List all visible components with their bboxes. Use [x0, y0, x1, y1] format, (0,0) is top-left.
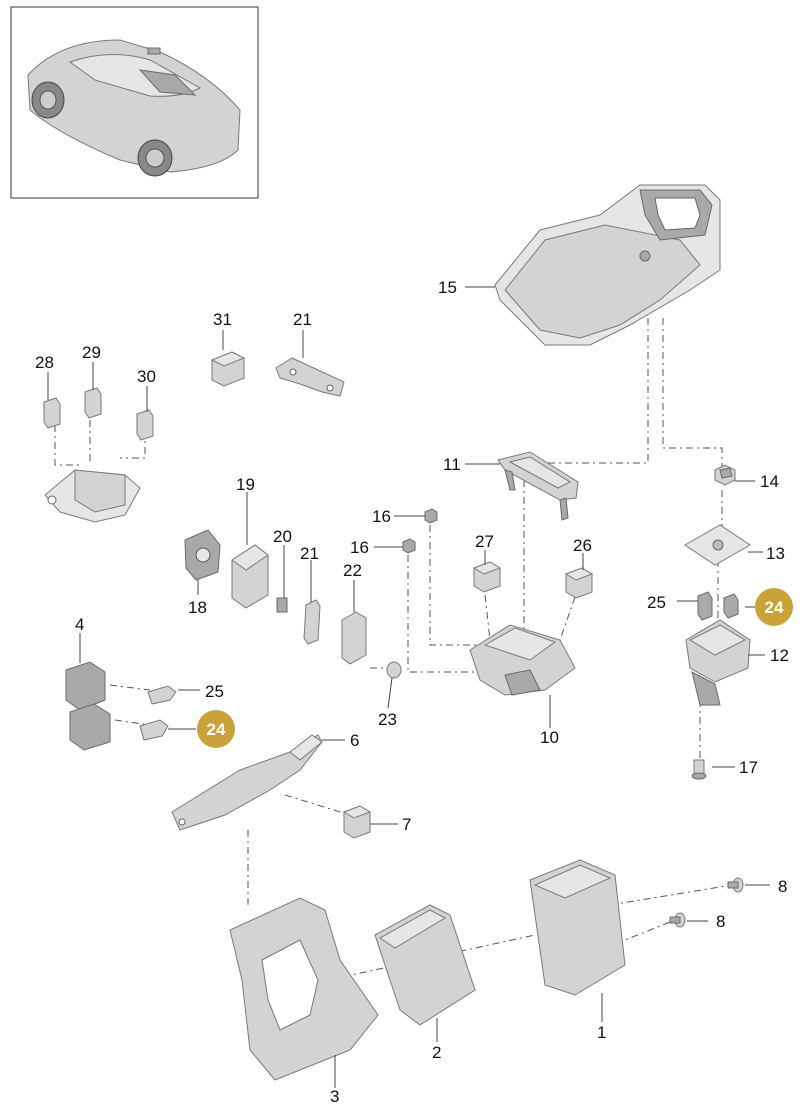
part-25-fuse-left	[147, 685, 177, 705]
callout-26: 26	[573, 536, 592, 555]
part-16-nut-b	[402, 538, 416, 554]
callout-12: 12	[770, 646, 789, 665]
callout-28: 28	[35, 353, 54, 372]
car-thumbnail-icon	[10, 6, 259, 199]
callout-7: 7	[402, 815, 411, 834]
callout-11: 11	[443, 455, 461, 474]
part-22-plate	[341, 611, 367, 665]
callout-13: 13	[766, 544, 785, 563]
callout-8-a: 8	[778, 877, 787, 896]
callout-16-b: 16	[350, 538, 369, 557]
callout-30: 30	[137, 367, 156, 386]
part-27-relay	[472, 561, 502, 593]
callout-2: 2	[432, 1043, 441, 1062]
part-4-connector-block	[65, 661, 111, 751]
part-8-screw-a	[727, 877, 744, 893]
part-11-holder	[497, 451, 579, 521]
badge-24-right-label: 24	[765, 598, 784, 617]
part-21-clip-lower	[303, 599, 321, 645]
callout-20: 20	[273, 527, 292, 546]
part-12-fuse-carrier	[685, 619, 751, 706]
callout-6: 6	[350, 731, 359, 750]
part-26-relay	[564, 567, 594, 599]
callout-27: 27	[475, 532, 494, 551]
callout-1: 1	[597, 1023, 606, 1042]
part-18-bracket	[184, 529, 221, 581]
badge-24-right[interactable]: 24	[755, 588, 793, 626]
leader-lines	[47, 286, 770, 1088]
fuse-holder-bracket	[44, 469, 141, 523]
callout-8-b: 8	[716, 912, 725, 931]
part-2-connector-panel	[374, 904, 476, 1026]
part-6-rail	[171, 734, 323, 831]
part-29-fuse	[84, 387, 102, 419]
part-15-cover	[494, 184, 721, 346]
callout-21-lower: 21	[300, 544, 319, 563]
callout-18: 18	[188, 598, 207, 617]
part-25-fuse-right	[697, 591, 713, 621]
part-8-screw-b	[669, 912, 686, 928]
part-3-housing	[229, 897, 379, 1081]
part-19-connector	[231, 544, 269, 609]
callout-22: 22	[343, 561, 362, 580]
callout-17: 17	[739, 758, 758, 777]
callout-3: 3	[330, 1087, 339, 1106]
part-21-bracket-top	[275, 357, 345, 397]
part-14-nut	[714, 464, 736, 486]
callout-23: 23	[378, 710, 397, 729]
part-13-plate	[684, 524, 751, 566]
part-30-fuse	[136, 409, 154, 441]
callout-15: 15	[438, 278, 457, 297]
callout-19: 19	[236, 475, 255, 494]
callout-4: 4	[75, 615, 84, 634]
part-23-grommet	[386, 661, 402, 679]
part-16-nut-a	[424, 508, 438, 524]
callout-25-left: 25	[205, 682, 224, 701]
callout-16-a: 16	[372, 507, 391, 526]
callout-31: 31	[213, 310, 232, 329]
part-7-relay	[342, 805, 372, 839]
part-28-fuse	[43, 397, 61, 429]
badge-24-left-label: 24	[207, 720, 226, 739]
part-31-relay	[210, 351, 246, 387]
part-10-fusebox	[469, 624, 576, 696]
part-20-clip	[276, 597, 288, 613]
callout-25-right: 25	[647, 593, 666, 612]
callout-29: 29	[82, 343, 101, 362]
callout-21-top: 21	[293, 310, 312, 329]
callout-labels: 15 31 21 28 29 30 11 14 19 16 20 27 26 1…	[35, 278, 789, 1106]
assembly-lines	[54, 318, 733, 996]
callout-10: 10	[540, 728, 559, 747]
part-24-fuse-right	[723, 593, 739, 619]
part-1-control-unit	[529, 859, 626, 996]
badge-24-left[interactable]: 24	[197, 710, 235, 748]
part-17-screw	[691, 759, 707, 780]
callout-14: 14	[760, 472, 779, 491]
part-24-fuse-left	[139, 719, 169, 741]
